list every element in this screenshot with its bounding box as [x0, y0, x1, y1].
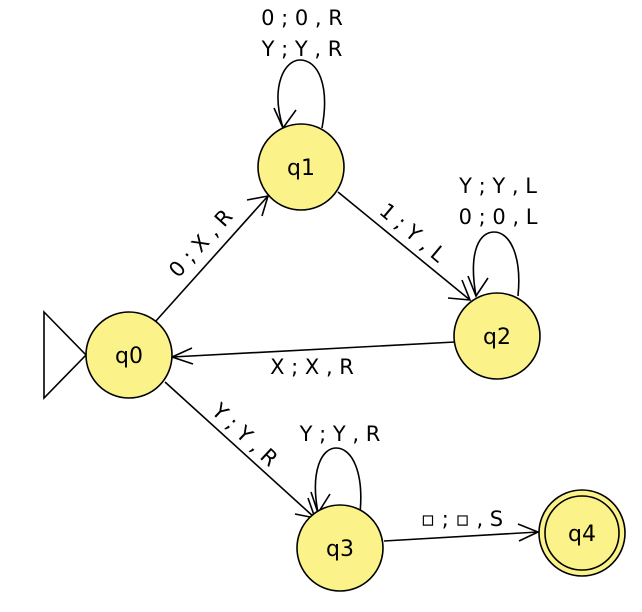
state-q3: q3 [296, 504, 384, 592]
arrowhead-q3-q4 [517, 523, 540, 542]
arrowhead-q0-q1 [246, 194, 270, 217]
label-q1-loop-1: 0 ; 0 , R [261, 6, 343, 30]
start-marker [43, 310, 88, 400]
state-label-q1: q1 [287, 156, 315, 181]
edge-q2-loop [472, 231, 520, 297]
edge-q3-loop [314, 447, 362, 514]
edge-q0-q3 [164, 381, 316, 519]
label-q2-loop-2: 0 ; 0 , L [459, 205, 538, 229]
label-q3-loop: Y ; Y , R [299, 422, 381, 446]
state-q4: q4 [538, 489, 626, 577]
label-q2-loop-1: Y ; Y , L [458, 174, 537, 198]
state-q0: q0 [85, 311, 173, 399]
edge-q1-loop [277, 59, 326, 129]
label-q0-q3: Y ; Y , R [206, 398, 282, 471]
edge-q1-q2 [337, 191, 471, 301]
state-label-q3: q3 [326, 537, 354, 562]
state-label-q2: q2 [483, 325, 511, 350]
state-q1: q1 [257, 123, 345, 211]
arrowhead-q1-q2 [447, 279, 472, 301]
edge-q0-q1 [154, 195, 269, 323]
state-label-q0: q0 [115, 344, 143, 369]
label-q2-q0: X ; X , R [270, 355, 354, 379]
arrowhead-q2-loop [467, 275, 489, 298]
state-q2: q2 [453, 292, 541, 380]
label-q1-q2: 1 ; Y , L [375, 198, 451, 267]
state-label-q4: q4 [568, 522, 596, 547]
edge-q3-q4 [383, 531, 539, 542]
edge-q2-q0 [171, 341, 456, 358]
label-q3-q4: ▫ ; ▫ , S [421, 507, 503, 531]
label-q1-loop-2: Y ; Y , R [261, 37, 343, 61]
